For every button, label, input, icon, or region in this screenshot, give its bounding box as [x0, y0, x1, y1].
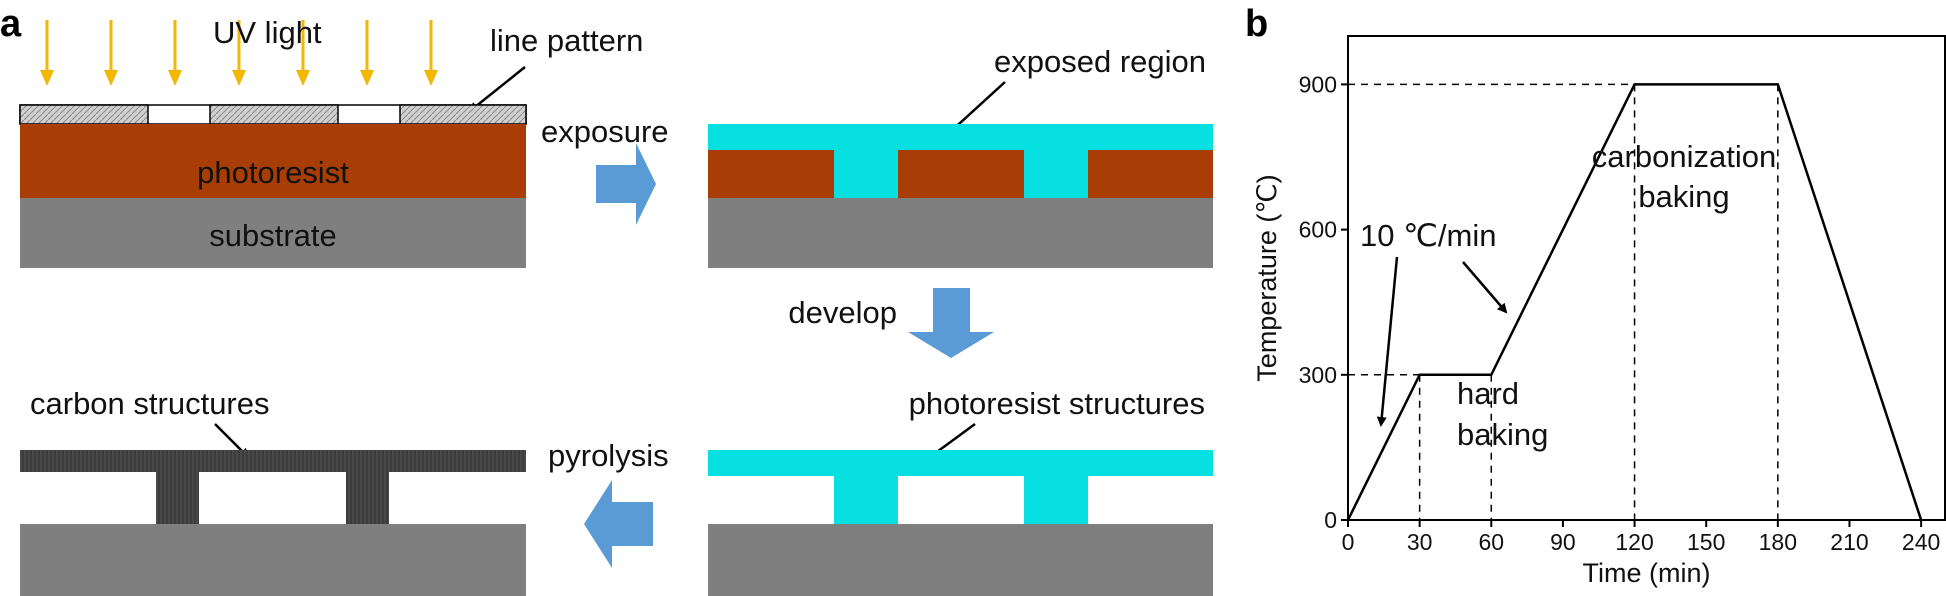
- x-tick-label: 30: [1407, 529, 1433, 555]
- plot-frame: [1347, 35, 1946, 521]
- y-tick-label: 300: [1299, 362, 1337, 388]
- substrate-layer: [708, 524, 1213, 596]
- substrate-layer: [708, 198, 1213, 268]
- uv-arrow: [424, 20, 438, 86]
- rate-pointer: [1376, 256, 1399, 427]
- x-tick-label: 0: [1342, 529, 1355, 555]
- photomask: [19, 104, 527, 125]
- x-axis-label: Time (min): [1583, 558, 1711, 588]
- pyrolysis-label: pyrolysis: [548, 438, 669, 473]
- mask-opaque-segment: [19, 104, 149, 125]
- rate-annotation: 10 ℃/min: [1360, 218, 1496, 253]
- pyrolysis-arrow: [584, 480, 653, 568]
- hard-baking-label: hard: [1457, 376, 1519, 411]
- uv-light-label: UV light: [213, 15, 322, 50]
- uv-arrow: [232, 20, 246, 86]
- x-tick-label: 180: [1759, 529, 1797, 555]
- y-tick-label: 0: [1324, 507, 1337, 533]
- carbon-structures-label: carbon structures: [30, 386, 270, 421]
- develop-arrow: [908, 288, 994, 358]
- temperature-line: [1346, 83, 1923, 521]
- carbonization-label: baking: [1638, 179, 1729, 214]
- uv-arrow: [296, 20, 310, 86]
- rate-pointer: [1462, 261, 1508, 314]
- line-pattern-pointer: [468, 66, 526, 113]
- x-tick-label: 60: [1478, 529, 1504, 555]
- exposed-region-label: exposed region: [994, 44, 1206, 79]
- photoresist-layer: [20, 124, 526, 198]
- uv-arrow: [360, 20, 374, 86]
- carbon-structures: [20, 450, 526, 524]
- exposed-resist: [708, 124, 1213, 198]
- x-tick-label: 150: [1687, 529, 1725, 555]
- photoresist-label: photoresist: [197, 155, 349, 190]
- uv-arrow: [40, 20, 54, 86]
- mask-opaque-segment: [399, 104, 527, 125]
- x-tick-label: 120: [1615, 529, 1653, 555]
- x-tick-label: 240: [1902, 529, 1940, 555]
- y-tick-label: 600: [1299, 217, 1337, 243]
- uv-arrow: [168, 20, 182, 86]
- x-tick-label: 210: [1830, 529, 1868, 555]
- photoresist-structures-label: photoresist structures: [909, 386, 1205, 421]
- uv-arrow: [104, 20, 118, 86]
- mask-opaque-segment: [209, 104, 339, 125]
- y-tick-label: 900: [1299, 71, 1337, 97]
- uv-arrows: [40, 20, 438, 86]
- panel-b-label: b: [1245, 3, 1268, 45]
- substrate-layer: [20, 524, 526, 596]
- substrate-label: substrate: [209, 218, 337, 253]
- hard-baking-label: baking: [1457, 417, 1548, 452]
- panel-a-label: a: [0, 3, 22, 45]
- develop-label: develop: [788, 295, 897, 330]
- developed-resist: [708, 450, 1213, 524]
- exposure-arrow: [596, 143, 656, 225]
- x-tick-label: 90: [1550, 529, 1576, 555]
- y-axis-label: Temperature (℃): [1252, 174, 1282, 381]
- substrate-layer: [20, 198, 526, 268]
- exposure-label: exposure: [541, 114, 669, 149]
- line-pattern-label: line pattern: [490, 23, 643, 58]
- carbonization-label: carbonization: [1592, 139, 1776, 174]
